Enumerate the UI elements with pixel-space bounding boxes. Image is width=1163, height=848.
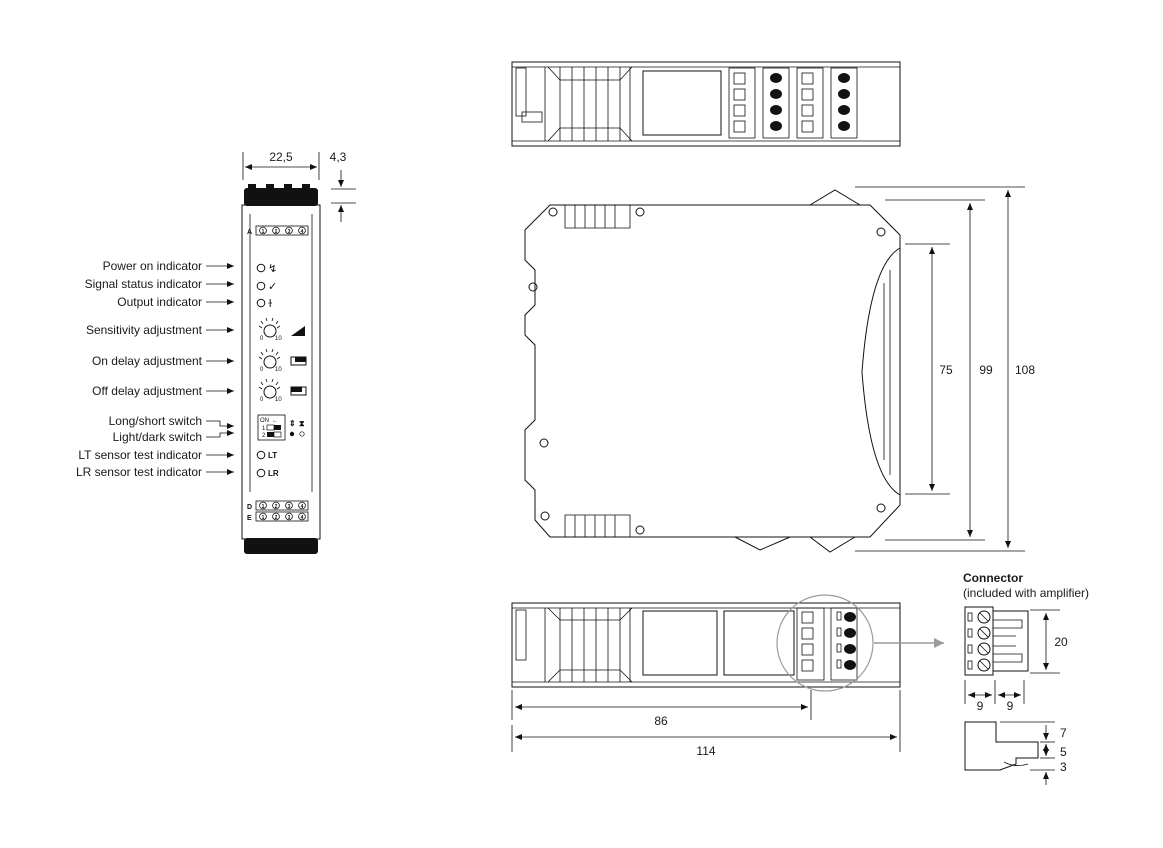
- dim-86-label: 86: [654, 714, 668, 728]
- top-terminals: [244, 188, 318, 206]
- svg-text:4: 4: [301, 515, 304, 521]
- dim-114-label: 114: [696, 744, 715, 758]
- svg-text:4: 4: [301, 229, 304, 235]
- connector-title: Connector: [963, 571, 1023, 585]
- on-delay-dial: 0 10: [258, 348, 282, 373]
- label-power-on: Power on indicator: [103, 259, 202, 273]
- label-sensitivity: Sensitivity adjustment: [86, 323, 203, 337]
- dim-top-label: 4,3: [330, 150, 347, 164]
- svg-text:10: 10: [275, 367, 282, 373]
- label-lr-test: LR sensor test indicator: [76, 465, 202, 479]
- output-led: [256, 298, 266, 308]
- label-off-delay: Off delay adjustment: [92, 384, 203, 398]
- sensitivity-ramp-icon: [291, 326, 305, 336]
- terminal-row-d: 1 2 3 4: [259, 501, 306, 510]
- output-icon: ɫ: [268, 297, 272, 310]
- dim-75-label: 75: [939, 363, 953, 377]
- svg-text:3: 3: [288, 515, 291, 521]
- svg-text:3: 3: [288, 504, 291, 510]
- dim-3-label: 3: [1060, 760, 1067, 774]
- sensitivity-dial: 0 10: [258, 317, 282, 342]
- bottom-view: 86 114: [511, 594, 944, 758]
- lightning-icon: ↯: [268, 262, 277, 275]
- screw-icons: [977, 610, 991, 672]
- side-view: 75 99 108: [524, 186, 1035, 553]
- connector-detail: Connector (included with amplifier) 20 9…: [963, 571, 1089, 785]
- power-led: [256, 263, 266, 273]
- svg-text:1: 1: [262, 515, 265, 521]
- label-lt-test: LT sensor test indicator: [78, 448, 202, 462]
- dim-width-label: 22,5: [269, 150, 293, 164]
- svg-text:←: ←: [272, 418, 278, 424]
- dim-108-label: 108: [1015, 363, 1035, 377]
- svg-text:2: 2: [275, 504, 278, 510]
- lt-label: LT: [268, 451, 277, 460]
- label-signal-status: Signal status indicator: [85, 277, 202, 291]
- svg-text:0: 0: [260, 336, 264, 342]
- check-icon: ✓: [268, 280, 277, 293]
- svg-text:10: 10: [275, 397, 282, 403]
- svg-text:4: 4: [301, 504, 304, 510]
- svg-text:3: 3: [288, 229, 291, 235]
- label-long-short: Long/short switch: [109, 414, 202, 428]
- label-on-delay: On delay adjustment: [92, 354, 203, 368]
- lt-led: [256, 450, 266, 460]
- svg-text:⧗: ⧗: [299, 419, 305, 428]
- svg-text:1: 1: [262, 229, 265, 235]
- dim-99-label: 99: [979, 363, 993, 377]
- svg-text:1: 1: [262, 504, 265, 510]
- dim-9b-label: 9: [1007, 699, 1014, 713]
- terminal-row-e-label: E: [247, 515, 252, 522]
- on-delay-icon: [290, 356, 307, 366]
- detail-circle: [776, 594, 874, 692]
- svg-text:2: 2: [275, 229, 278, 235]
- dim-20-label: 20: [1054, 635, 1068, 649]
- terminal-row-d-label: D: [247, 504, 252, 511]
- label-output: Output indicator: [117, 295, 202, 309]
- signal-led: [256, 281, 266, 291]
- svg-text:⇕: ⇕: [289, 419, 296, 428]
- top-view: [511, 61, 901, 147]
- svg-text:1: 1: [262, 426, 266, 432]
- off-delay-dial: 0 10: [258, 378, 282, 403]
- dip-switch: ON ← 1 2 ⇕ ⧗: [257, 414, 305, 441]
- lr-led: [256, 468, 266, 478]
- dim-5-label: 5: [1060, 745, 1067, 759]
- terminal-row-a: 1 2 3 4: [259, 226, 306, 235]
- label-light-dark: Light/dark switch: [113, 430, 202, 444]
- svg-text:10: 10: [275, 336, 282, 342]
- bottom-terminals: [244, 538, 318, 554]
- svg-text:0: 0: [260, 397, 264, 403]
- terminal-row-a-label: A: [247, 229, 252, 236]
- svg-text:2: 2: [275, 515, 278, 521]
- svg-text:ON: ON: [260, 418, 269, 424]
- connector-subtitle: (included with amplifier): [963, 586, 1089, 600]
- off-delay-icon: [290, 386, 307, 396]
- dim-9a-label: 9: [977, 699, 984, 713]
- dim-7-label: 7: [1060, 726, 1067, 740]
- front-view: 22,5 4,3 A 1 2 3 4 ↯ ✓ ɫ: [76, 150, 356, 554]
- svg-text:0: 0: [260, 367, 264, 373]
- lr-label: LR: [268, 469, 279, 478]
- terminal-row-e: 1 2 3 4: [259, 512, 306, 521]
- svg-text:2: 2: [262, 433, 266, 439]
